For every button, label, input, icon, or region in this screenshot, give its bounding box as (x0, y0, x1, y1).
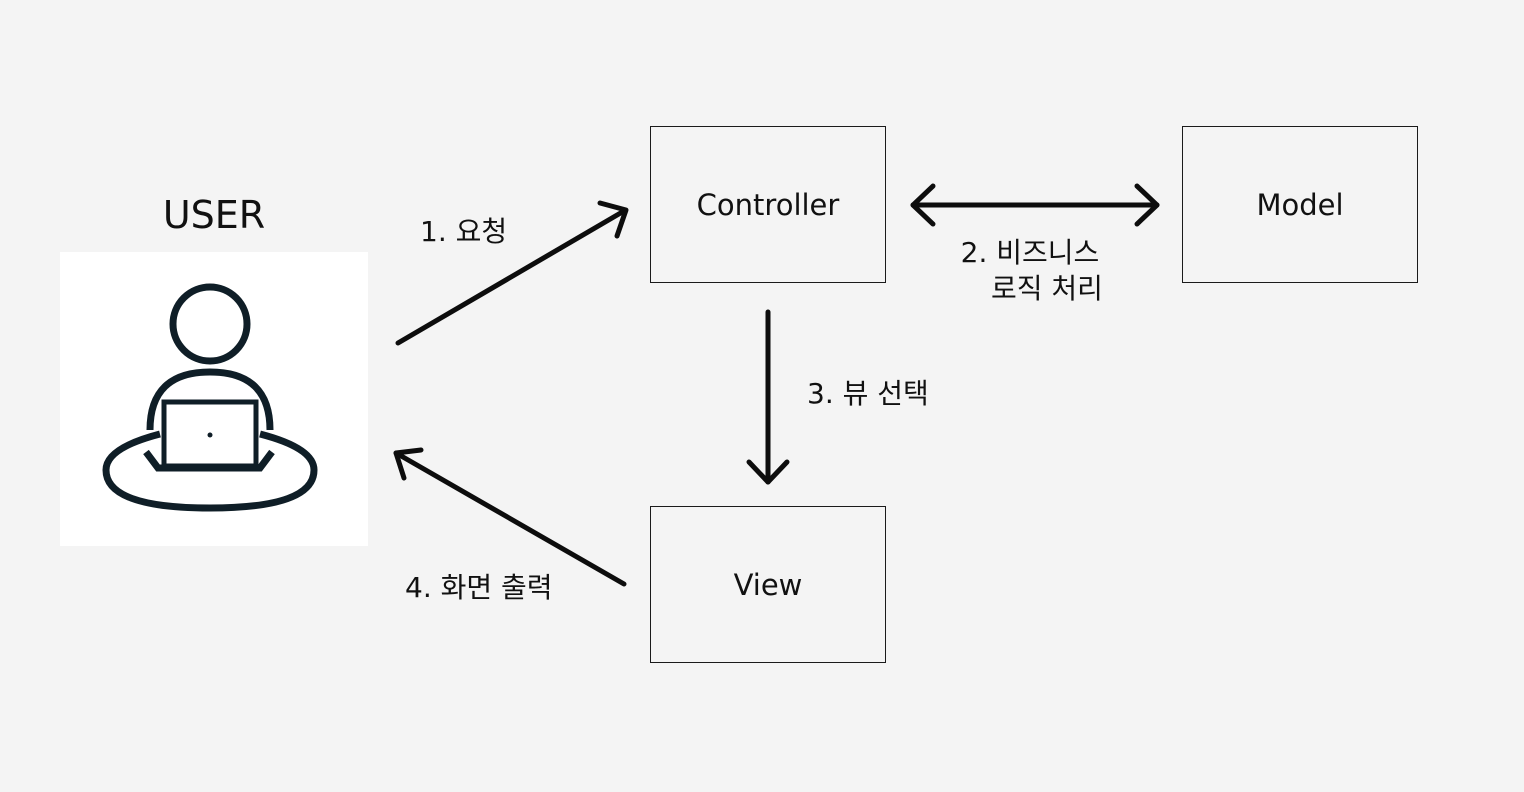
arrow-render (393, 447, 627, 587)
step-render-label: 4. 화면 출력 (405, 571, 553, 604)
user-label: USER (162, 193, 266, 237)
person-shoulders (146, 368, 274, 431)
step-business-logic-line2: 로직 처리 (991, 272, 1103, 305)
view-box: View (650, 506, 886, 663)
arrow-request (395, 200, 629, 346)
arrow-business-logic (910, 183, 1160, 227)
arrow-select-view (746, 309, 790, 485)
laptop-camera (207, 432, 213, 438)
view-label: View (733, 567, 803, 602)
step-business-logic-label: 2. 비즈니스 로직 처리 (957, 235, 1103, 307)
step-business-logic-line1: 2. 비즈니스 (960, 236, 1100, 269)
model-label: Model (1256, 187, 1344, 222)
model-box: Model (1182, 126, 1418, 283)
step-request-label: 1. 요청 (420, 215, 508, 248)
person-with-laptop-icon (102, 283, 318, 512)
step-select-view-label: 3. 뷰 선택 (807, 377, 929, 410)
controller-label: Controller (696, 187, 840, 222)
user-figure (60, 252, 368, 546)
controller-box: Controller (650, 126, 886, 283)
desk-ellipse (102, 430, 318, 512)
person-head (169, 283, 251, 365)
